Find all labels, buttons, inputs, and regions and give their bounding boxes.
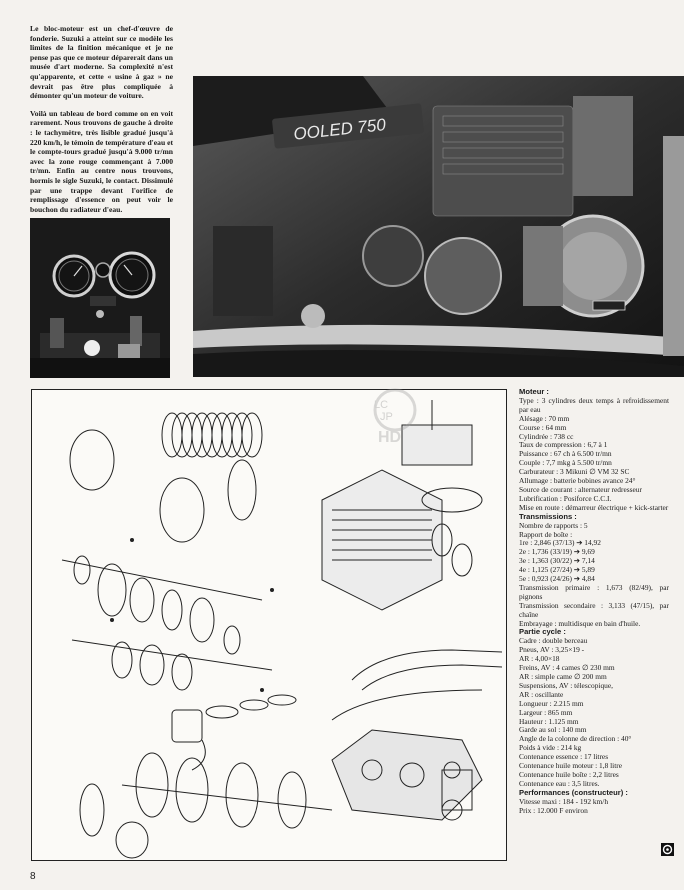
spec-line: Taux de compression : 6,7 à 1 — [519, 440, 608, 450]
svg-text:LC: LC — [374, 399, 388, 411]
spec-line: Cadre : double berceau — [519, 636, 588, 646]
dashboard-photo — [30, 218, 170, 378]
spec-line: Embrayage : multidisque en bain d'huile. — [519, 618, 641, 628]
spec-line: Longueur : 2.215 mm — [519, 698, 584, 708]
intro-paragraph-2: Voilà un tableau de bord comme on en voi… — [30, 108, 173, 214]
spec-line: Couple : 7,7 mkg à 5.500 tr/mn — [519, 458, 612, 468]
spec-line: Type : 3 cylindres deux temps à refroidi… — [519, 395, 669, 414]
spec-line: AR : simple came ∅ 200 mm — [519, 672, 607, 681]
engine-photo: OOLED 750 — [193, 76, 684, 377]
spec-line: Freins, AV : 4 cames ∅ 230 mm — [519, 663, 615, 673]
spec-line: 4e : 1,125 (27/24) ➔ 5,89 — [519, 565, 595, 575]
watermark-logo: LC JP HD — [360, 380, 430, 450]
spec-line: Course : 64 mm — [519, 422, 567, 432]
spec-line: Puissance : 67 ch à 6.500 tr/mn — [519, 449, 612, 459]
spec-line: Poids à vide : 214 kg — [519, 743, 582, 753]
spec-line: Transmission primaire : 1,673 (82/49), p… — [519, 582, 669, 601]
spec-line: Pneus, AV : 3,25×19 - — [519, 645, 585, 655]
spec-line: Contenance essence : 17 litres — [519, 752, 609, 762]
specifications-list: Moteur :Type : 3 cylindres deux temps à … — [519, 387, 669, 816]
spec-line: 5e : 0,923 (24/26) ➔ 4,84 — [519, 574, 595, 584]
spec-line: Cylindrée : 738 cc — [519, 431, 574, 441]
spec-line: Lubrification : Posiforce C.C.I. — [519, 493, 612, 503]
spec-line: Prix : 12.000 F environ — [519, 805, 588, 815]
spec-heading: Partie cycle : — [519, 627, 566, 637]
svg-text:HD: HD — [378, 429, 401, 446]
spec-line: 3e : 1,363 (30/22) ➔ 7,14 — [519, 556, 595, 566]
crosshair-icon — [661, 843, 674, 856]
spec-line: Contenance huile boîte : 2,2 litres — [519, 769, 619, 779]
spec-line: Allumage : batterie bobines avance 24° — [519, 476, 636, 486]
spec-line: 2e : 1,736 (33/19) ➔ 9,69 — [519, 547, 595, 557]
spec-line: AR : oscillante — [519, 689, 564, 699]
spec-line: Contenance eau : 3,5 litres. — [519, 778, 600, 788]
spec-line: Vitesse maxi : 184 - 192 km/h — [519, 796, 609, 806]
spec-line: AR : 4,00×18 — [519, 654, 560, 664]
intro-paragraph-1: Le bloc-moteur est un chef-d'œuvre de fo… — [30, 24, 173, 101]
spec-line: Largeur : 865 mm — [519, 707, 573, 717]
spec-line: Suspensions, AV : télescopique, — [519, 680, 613, 690]
spec-heading: Performances (constructeur) : — [519, 787, 628, 797]
spec-line: Hauteur : 1.125 mm — [519, 716, 579, 726]
spec-line: Garde au sol : 140 mm — [519, 725, 587, 735]
spec-line: Alésage : 70 mm — [519, 413, 570, 423]
spec-line: Angle de la colonne de direction : 40° — [519, 734, 632, 744]
exploded-view-diagram — [31, 389, 507, 861]
svg-text:JP: JP — [380, 411, 393, 423]
intro-text: Le bloc-moteur est un chef-d'œuvre de fo… — [30, 24, 173, 222]
spec-heading: Transmissions : — [519, 511, 577, 521]
spec-line: Mise en route : démarreur électrique + k… — [519, 502, 669, 512]
spec-line: Transmission secondaire : 3,133 (47/15),… — [519, 600, 669, 619]
spec-line: Contenance huile moteur : 1,8 litre — [519, 761, 623, 771]
spec-line: 1re : 2,846 (37/13) ➔ 14,92 — [519, 538, 601, 548]
spec-line: Carburateur : 3 Mikuni ∅ VM 32 SC — [519, 467, 630, 477]
spec-line: Rapport de boîte : — [519, 529, 573, 539]
spec-line: Nombre de rapports : 5 — [519, 520, 588, 530]
spec-line: Source de courant : alternateur redresse… — [519, 484, 642, 494]
spec-heading: Moteur : — [519, 387, 549, 396]
page-number: 8 — [30, 871, 36, 882]
